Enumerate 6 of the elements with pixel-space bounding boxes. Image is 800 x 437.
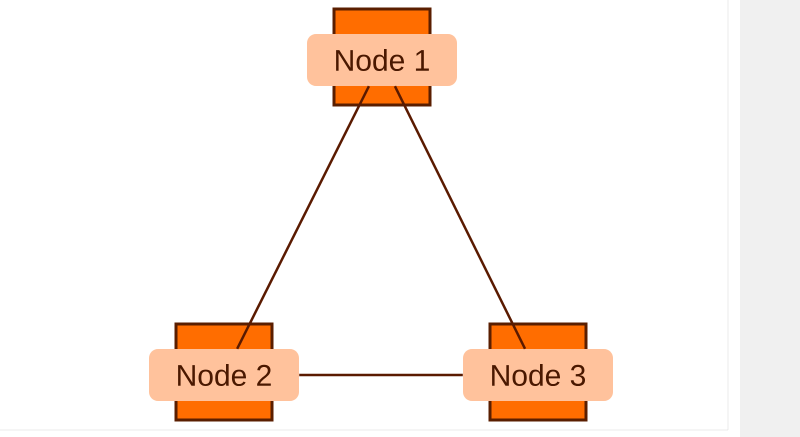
node-box: Node 1 <box>307 8 457 106</box>
node-box: Node 3 <box>463 322 613 422</box>
connector-line <box>394 86 526 350</box>
node-box: Node 2 <box>149 322 299 422</box>
connector-line <box>299 374 463 376</box>
connector-line <box>236 86 370 350</box>
